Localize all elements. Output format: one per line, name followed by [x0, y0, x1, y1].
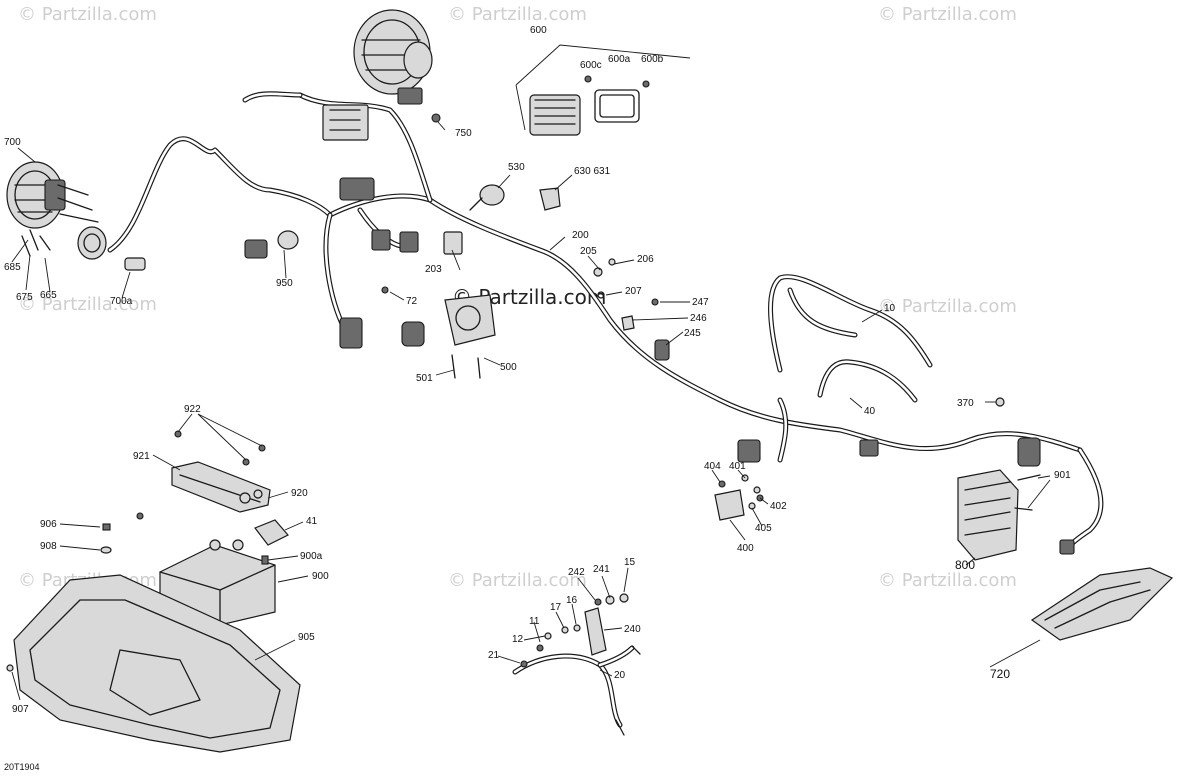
callouts: 600 600c 600a 600b 700 750 530 630 631 2…: [4, 25, 1071, 715]
callout-600: 600: [530, 25, 547, 36]
callout-11: 11: [529, 616, 540, 627]
callout-675: 675: [16, 292, 33, 303]
callout-500: 500: [500, 362, 517, 373]
callout-370: 370: [957, 398, 974, 409]
connectors: [124, 177, 1075, 555]
callout-203: 203: [425, 264, 442, 275]
module-600: [515, 44, 691, 136]
callout-402: 402: [770, 501, 787, 512]
key-switch-500: [444, 294, 496, 379]
callout-240: 240: [624, 624, 641, 635]
headlight-left: [6, 161, 107, 260]
callout-921: 921: [133, 451, 150, 462]
switches-530-630: [469, 184, 561, 211]
relay-400: [714, 474, 764, 521]
callout-16: 16: [566, 595, 578, 606]
callout-40: 40: [864, 406, 876, 417]
headlight-top: [322, 9, 433, 141]
callout-20: 20: [614, 670, 626, 681]
ground-bracket-240: [520, 593, 641, 736]
callout-10: 10: [884, 303, 896, 314]
taillight-720: [1030, 567, 1174, 641]
callout-600a: 600a: [608, 54, 631, 65]
callout-630-631: 630 631: [574, 166, 611, 177]
callout-907: 907: [12, 704, 29, 715]
callout-700a: 700a: [110, 296, 133, 307]
callout-685: 685: [4, 262, 21, 273]
callout-920: 920: [291, 488, 308, 499]
callout-600b: 600b: [641, 54, 664, 65]
callout-246: 246: [690, 313, 707, 324]
watermark-low-right: © Partzilla.com: [878, 570, 1017, 591]
callout-21: 21: [488, 650, 500, 661]
callout-242: 242: [568, 567, 585, 578]
callout-207: 207: [625, 286, 642, 297]
callout-247: 247: [692, 297, 709, 308]
callout-950: 950: [276, 278, 293, 289]
callout-200: 200: [572, 230, 589, 241]
callout-750: 750: [455, 128, 472, 139]
callout-900: 900: [312, 571, 329, 582]
callout-405: 405: [755, 523, 772, 534]
watermark-top-right: © Partzilla.com: [878, 4, 1017, 25]
battery-group: [100, 430, 289, 626]
callout-401: 401: [729, 461, 746, 472]
callout-905: 905: [298, 632, 315, 643]
callout-665: 665: [40, 290, 57, 301]
callout-41: 41: [306, 516, 318, 527]
callout-700: 700: [4, 137, 21, 148]
callout-245: 245: [684, 328, 701, 339]
callout-241: 241: [593, 564, 610, 575]
callout-901: 901: [1054, 470, 1071, 481]
callout-530: 530: [508, 162, 525, 173]
callout-72: 72: [406, 296, 418, 307]
callout-922: 922: [184, 404, 201, 415]
callout-720: 720: [990, 667, 1010, 681]
callout-15: 15: [624, 557, 636, 568]
callout-800: 800: [955, 558, 975, 572]
callout-908: 908: [40, 541, 57, 552]
watermark-mid-right: © Partzilla.com: [878, 296, 1017, 317]
watermark-low-center: © Partzilla.com: [448, 570, 587, 591]
harness-10: [768, 274, 933, 373]
main-harness: [107, 91, 1104, 551]
callout-600c: 600c: [580, 60, 602, 71]
callout-501: 501: [416, 373, 433, 384]
callout-205: 205: [580, 246, 597, 257]
harness-40: [817, 359, 918, 403]
figure-code: 20T1904: [4, 762, 40, 772]
callout-17: 17: [550, 602, 562, 613]
ecu-800: [957, 469, 1041, 561]
battery-cable-20: [512, 645, 635, 728]
watermark-mid-left: © Partzilla.com: [18, 294, 157, 315]
callout-900a: 900a: [300, 551, 323, 562]
battery-tray-905: [6, 574, 301, 753]
callout-906: 906: [40, 519, 57, 530]
callout-404: 404: [704, 461, 721, 472]
callout-12: 12: [512, 634, 524, 645]
watermark-top-center: © Partzilla.com: [448, 4, 587, 25]
callout-400: 400: [737, 543, 754, 554]
leader-lines: [11, 121, 1051, 701]
callout-206: 206: [637, 254, 654, 265]
watermark-top-left: © Partzilla.com: [18, 4, 157, 25]
